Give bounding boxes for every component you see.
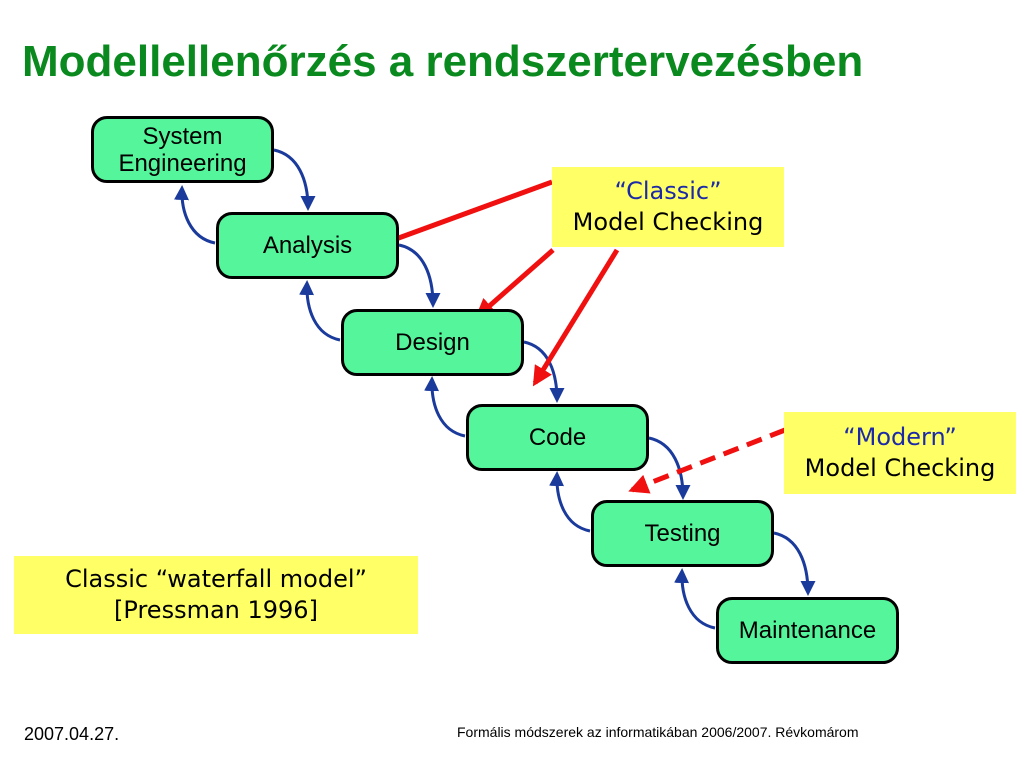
classic-pointer-analysis — [370, 179, 553, 251]
stage-analysis: Analysis — [216, 212, 399, 279]
callout-classic-model-checking: “Classic” Model Checking — [552, 167, 784, 247]
flow-arrow-analysis-to-design — [398, 243, 441, 308]
footer-course: Formális módszerek az informatikában 200… — [457, 724, 859, 740]
callout-waterfall-text: Classic “waterfall model” — [65, 565, 367, 593]
stage-testing: Testing — [591, 500, 774, 567]
modern-pointer-testing — [628, 427, 786, 494]
stage-label: Design — [395, 329, 470, 356]
footer-date: 2007.04.27. — [24, 724, 120, 744]
flow-arrow-testing-to-maintenance — [773, 531, 816, 596]
stage-system-engineering: System Engineering — [91, 116, 274, 183]
stage-label: System Engineering — [118, 122, 247, 177]
feedback-arrow-testing-to-code — [549, 471, 591, 533]
feedback-arrow-design-to-analysis — [299, 280, 341, 342]
stage-label: Maintenance — [738, 617, 877, 644]
feedback-arrow-code-to-design — [424, 376, 466, 438]
stage-label: Code — [528, 424, 587, 451]
callout-modern-model-checking: “Modern” Model Checking — [784, 412, 1016, 494]
feedback-arrow-maintenance-to-testing — [674, 568, 716, 630]
classic-pointer-code — [532, 248, 620, 387]
flow-arrow-system-to-analysis — [273, 148, 316, 211]
callout-classic-heading: “Classic” — [614, 177, 722, 205]
callout-classic-text: Model Checking — [572, 208, 764, 236]
stage-code: Code — [466, 404, 649, 471]
stage-label: Testing — [644, 520, 721, 547]
flow-arrow-code-to-testing — [648, 436, 691, 500]
stage-label: Analysis — [262, 232, 353, 259]
feedback-arrow-analysis-to-system — [174, 185, 216, 245]
callout-modern-heading: “Modern” — [843, 423, 957, 451]
callout-waterfall-citation: [Pressman 1996] — [114, 596, 318, 624]
callout-waterfall-model: Classic “waterfall model” [Pressman 1996… — [14, 556, 418, 634]
classic-pointer-design — [474, 248, 555, 319]
stage-maintenance: Maintenance — [716, 597, 899, 664]
stage-design: Design — [341, 309, 524, 376]
callout-modern-text: Model Checking — [804, 454, 996, 482]
page-title: Modellellenőrzés a rendszertervezésben — [22, 37, 864, 86]
